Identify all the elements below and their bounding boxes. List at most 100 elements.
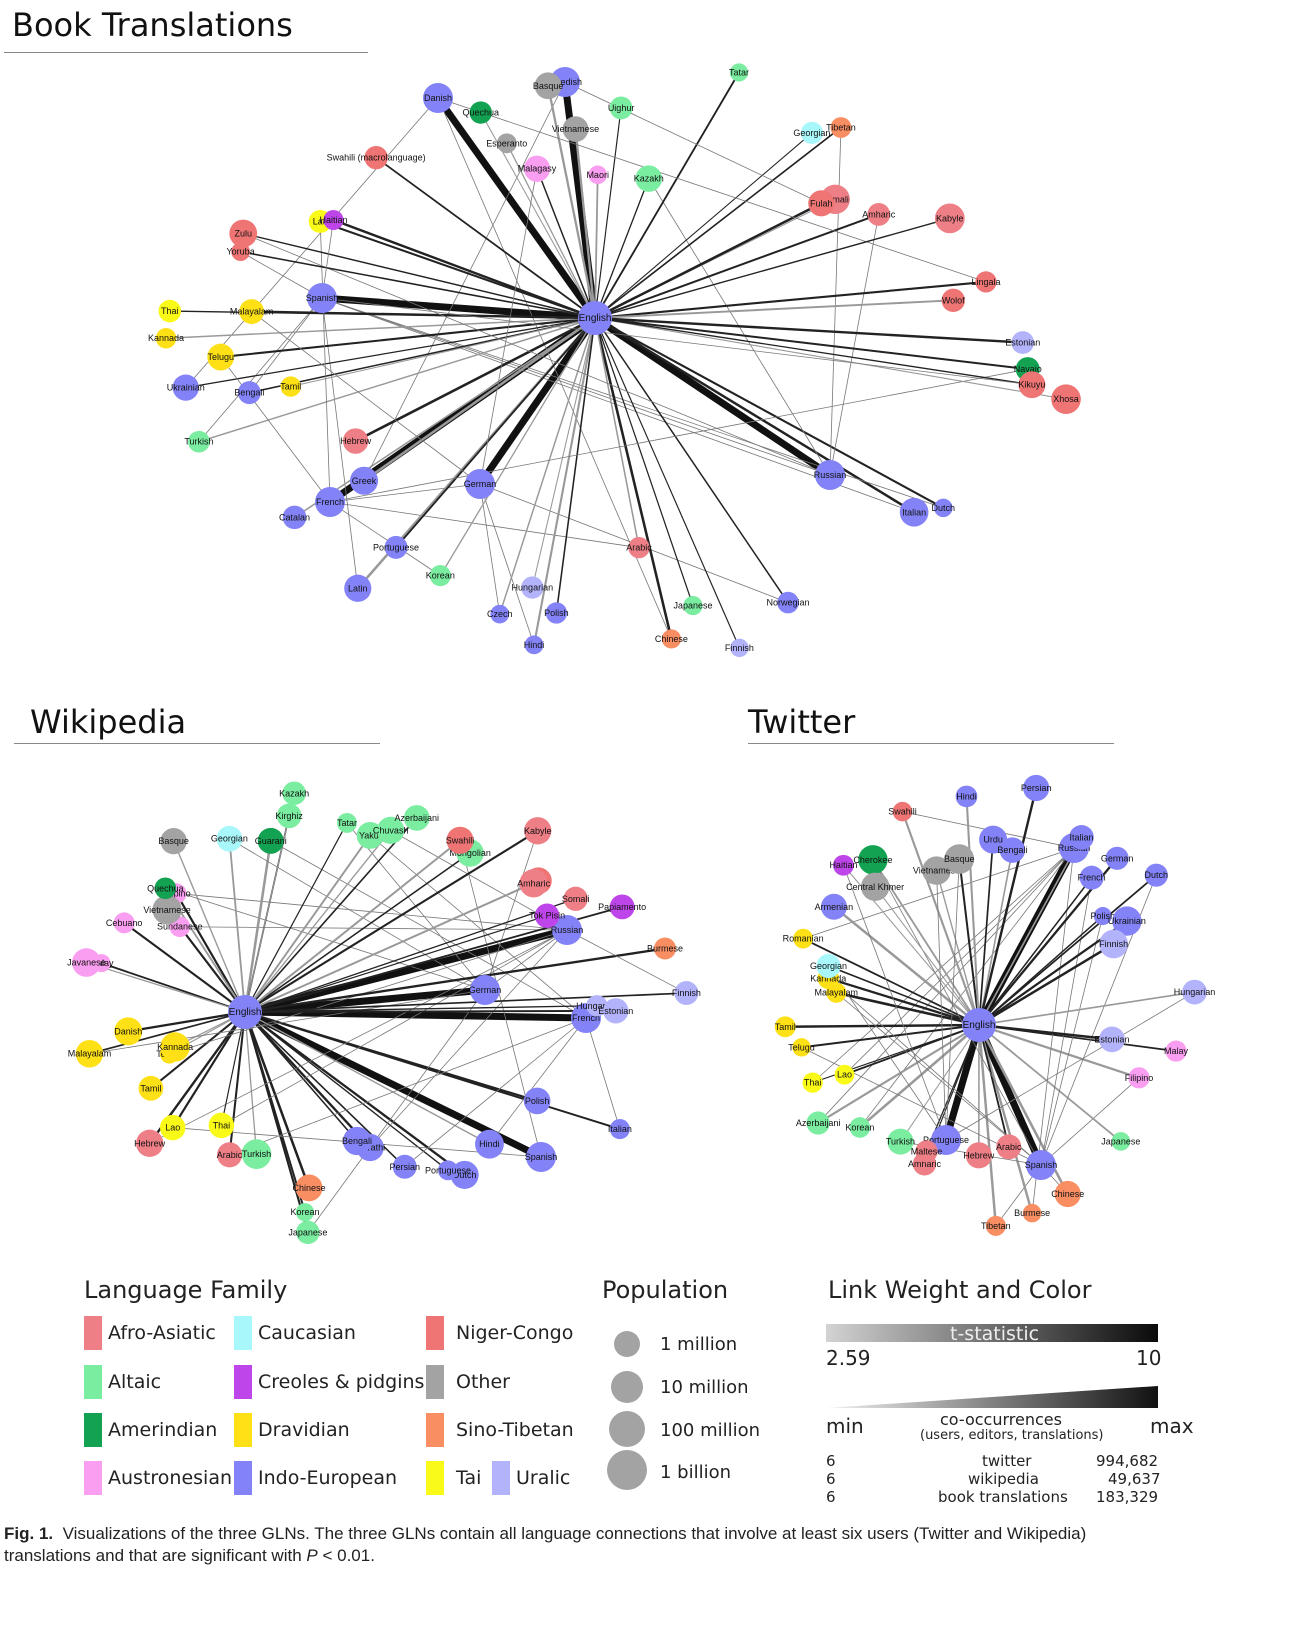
edge: [1040, 1077, 1140, 1166]
edge: [977, 787, 1038, 1026]
cooc-row-name: book translations: [938, 1488, 1068, 1506]
language-node: [1079, 865, 1104, 890]
language-node: [806, 1111, 830, 1135]
edge: [594, 174, 599, 319]
language-label: Portuguese: [923, 1135, 969, 1145]
language-label: Chinese: [655, 634, 688, 644]
edge: [198, 317, 596, 443]
cooc-row-min: 6: [826, 1488, 836, 1506]
language-node: [1018, 371, 1046, 399]
language-node: [934, 203, 965, 234]
language-node: [1093, 907, 1112, 926]
language-label: Chinese: [293, 1183, 326, 1193]
edge: [594, 178, 650, 319]
edge: [244, 822, 348, 1013]
language-node: [661, 629, 682, 649]
language-label: Spanish: [1025, 1160, 1058, 1170]
edge: [439, 317, 596, 576]
language-node: [521, 576, 544, 599]
edge: [594, 317, 640, 548]
language-node: [75, 1039, 104, 1068]
edge: [244, 1011, 358, 1142]
caption-line2-post: < 0.01.: [317, 1546, 375, 1565]
edge: [566, 929, 687, 994]
language-node: [588, 165, 608, 185]
edge: [240, 250, 596, 319]
language-label: French: [572, 1013, 600, 1023]
wiki-network: EnglishGermanFrenchRussianSpanishItalian…: [67, 781, 701, 1245]
language-label: Arabic: [626, 543, 652, 553]
language-label: Marathi: [355, 1142, 385, 1152]
language-label: Tatar: [337, 818, 357, 828]
amerindian-swatch: [84, 1413, 102, 1447]
wiki-title-rule: [14, 743, 380, 744]
cooc-min: min: [826, 1414, 864, 1438]
language-label: Ukrainian: [167, 383, 205, 393]
edge: [555, 317, 596, 614]
altaic-swatch: [84, 1365, 102, 1399]
language-node: [833, 854, 854, 876]
edge: [829, 127, 842, 476]
language-label: Polish: [525, 1096, 550, 1106]
language-label: English: [229, 1007, 262, 1018]
language-label: Dutch: [932, 503, 956, 513]
edge: [89, 989, 486, 1055]
language-label: German: [469, 985, 502, 995]
edge: [169, 929, 568, 1055]
language-node: [446, 826, 474, 854]
edge: [978, 991, 1195, 1026]
language-label: Hindi: [524, 640, 545, 650]
language-label: Javanese: [67, 958, 106, 968]
edge: [843, 865, 947, 1141]
language-node: [72, 948, 101, 977]
tstat-min: 2.59: [826, 1346, 871, 1370]
language-label: Quechua: [147, 883, 184, 893]
language-node: [295, 1203, 315, 1222]
language-label: Estonian: [1094, 1034, 1129, 1044]
language-label: Tamil: [775, 1022, 796, 1032]
edge: [333, 218, 596, 320]
language-label: Chuvash: [373, 825, 409, 835]
language-label: Japanese: [673, 601, 712, 611]
language-node: [654, 937, 676, 960]
language-label: Maori: [586, 170, 609, 180]
language-label: Russian: [814, 470, 847, 480]
edge: [978, 836, 1083, 1026]
language-label: Tok Pisin: [529, 911, 565, 921]
language-label: Catalan: [279, 512, 310, 522]
edge: [574, 128, 597, 319]
language-label: Portuguese: [373, 542, 419, 552]
language-label: Fulah: [810, 198, 833, 208]
cooc-sub: (users, editors, translations): [920, 1428, 1104, 1443]
edge: [101, 962, 246, 1013]
edge: [244, 1011, 306, 1213]
language-label: German: [464, 479, 497, 489]
cooc-row-min: 6: [826, 1452, 836, 1470]
edge: [244, 915, 548, 1013]
edge: [531, 317, 596, 588]
edge: [220, 1011, 246, 1126]
caucasian-swatch: [234, 1316, 252, 1350]
language-node: [1111, 1132, 1131, 1151]
edge: [307, 989, 486, 1233]
language-node: [915, 1140, 938, 1163]
language-node: [323, 209, 344, 231]
language-node: [136, 1129, 164, 1157]
cooc-row-max: 49,637: [1108, 1470, 1161, 1488]
language-node: [496, 133, 517, 154]
edge: [594, 299, 954, 319]
language-label: Hungarian: [512, 583, 554, 593]
cooc-row-name: wikipedia: [968, 1470, 1039, 1488]
language-node: [777, 591, 799, 614]
language-label: Georgian: [211, 834, 248, 844]
edge: [175, 892, 246, 1013]
language-node: [356, 822, 384, 849]
language-node: [216, 825, 243, 852]
language-label: Azerbaijani: [796, 1118, 841, 1128]
edge: [329, 368, 1028, 503]
edge: [244, 986, 486, 1016]
language-node: [282, 505, 307, 530]
language-label: Vietnamese: [143, 905, 190, 915]
tai-label: Tai: [456, 1467, 482, 1489]
language-node: [172, 374, 199, 401]
